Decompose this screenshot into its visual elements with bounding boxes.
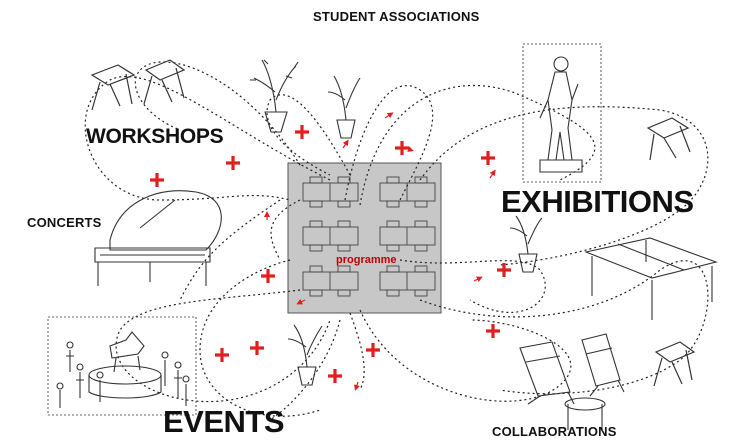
label-events: EVENTS — [163, 404, 285, 439]
ping-pong-table-icon — [584, 237, 718, 320]
table-icon — [90, 59, 696, 387]
label-exhibitions: EXHIBITIONS — [501, 184, 694, 219]
label-collaborations: COLLABORATIONS — [492, 424, 617, 439]
plant-icon — [250, 59, 543, 386]
label-student-associations: STUDENT ASSOCIATIONS — [313, 9, 480, 24]
label-concerts: CONCERTS — [27, 215, 102, 230]
label-workshops: WORKSHOPS — [86, 125, 224, 148]
label-programme: programme — [336, 254, 397, 266]
programme-box — [287, 162, 442, 314]
people-group-icon — [47, 316, 197, 416]
statue-icon — [522, 43, 602, 183]
dotted-paths — [84, 61, 709, 421]
plus-icon — [150, 125, 511, 383]
piano-icon — [94, 190, 222, 286]
deck-chair-icon — [519, 333, 625, 430]
